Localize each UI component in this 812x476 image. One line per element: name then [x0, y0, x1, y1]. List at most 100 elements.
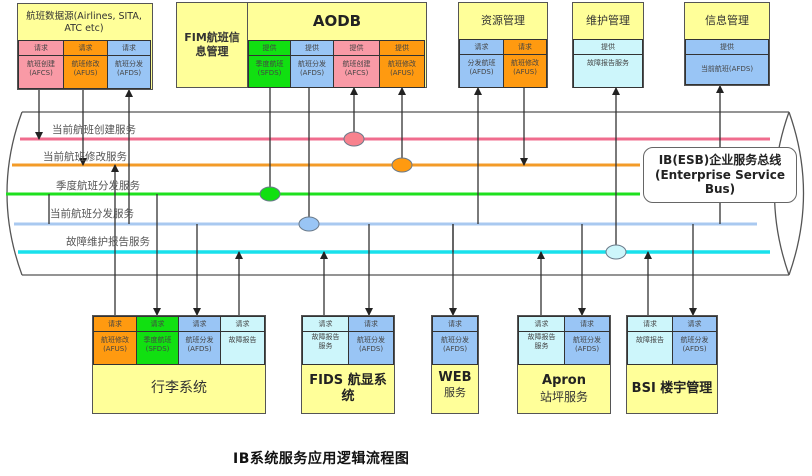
- cell-line1: 季度航班: [255, 60, 284, 68]
- cell-afds-request[interactable]: 请求 航班分发(AFDS): [107, 40, 151, 89]
- system-baggage[interactable]: 请求 航班修改(AFUS) 请求 季度航班(SFDS) 请求 航班分发(AFDS…: [92, 315, 266, 414]
- service-label-fault: 故障维护报告服务: [66, 236, 150, 248]
- cell-line1: 季度航班: [143, 336, 172, 344]
- cell-header: 提供: [380, 41, 424, 56]
- cell-afds-request[interactable]: 请求 航班分发(AFDS): [564, 316, 610, 365]
- system-web[interactable]: 请求 航班分发(AFDS) WEB 服务: [431, 315, 479, 414]
- cell-header: 提供: [291, 41, 333, 56]
- cell-line1: 航班分发: [357, 336, 385, 344]
- cell-fault-provide[interactable]: 提供 故障报告服务: [573, 39, 643, 88]
- cell-line2: (AFDS): [299, 69, 325, 78]
- cell-header: 请求: [137, 317, 178, 332]
- cell-header: 请求: [19, 41, 63, 56]
- cell-line1: 航班修改: [388, 60, 416, 68]
- cell-line2: (AFUS): [390, 69, 414, 78]
- system-bsi[interactable]: 请求 故障报告 请求 航班分发(AFDS) BSI 楼宇管理: [626, 315, 718, 414]
- system-info-management[interactable]: 信息管理 提供 当前航班(AFDS): [684, 2, 770, 86]
- afds-provider-node: [298, 216, 320, 232]
- cell-line1: 航班分发: [115, 60, 143, 68]
- cell-afds-provide[interactable]: 提供 航班分发(AFDS): [290, 40, 334, 88]
- cell-afds-request[interactable]: 请求 航班分发(AFDS): [178, 316, 221, 365]
- system-title-line2: 服务: [444, 386, 466, 400]
- cell-line1: 航班创建: [342, 60, 371, 68]
- cell-header: 请求: [519, 317, 564, 332]
- connectors: [35, 85, 724, 316]
- afcs-provider-node: [343, 131, 365, 147]
- cell-afcs-request[interactable]: 请求 航班创建(AFCS): [18, 40, 64, 89]
- cell-sfds-request[interactable]: 请求 季度航班(SFDS): [136, 316, 179, 365]
- cell-line1: 航班分发: [185, 336, 214, 344]
- cell-header: 请求: [94, 317, 136, 332]
- cell-line2: (AFDS): [442, 345, 468, 354]
- cell-afds-provide[interactable]: 提供 当前航班(AFDS): [685, 39, 769, 85]
- cell-line1: 故障报告: [228, 336, 257, 344]
- cell-header: 请求: [565, 317, 609, 332]
- system-title: 行李系统: [151, 380, 207, 397]
- cell-line1: 航班分发: [298, 60, 326, 68]
- system-resource-management[interactable]: 资源管理 请求 分发航班(AFDS) 请求 航班修改(AFUS): [458, 2, 548, 88]
- cell-line2: (SFDS): [145, 345, 170, 354]
- cell-line2: 服务: [534, 342, 549, 351]
- cell-line1: 故障报告: [636, 336, 664, 344]
- system-title: 维护管理: [586, 14, 630, 28]
- system-fim[interactable]: FIM航班信息管理: [176, 2, 248, 88]
- cell-header: 请求: [628, 317, 672, 332]
- cell-fault-request[interactable]: 请求 故障报告服务: [518, 316, 565, 365]
- system-aodb[interactable]: AODB 提供 季度航班(SFDS) 提供 航班分发(AFDS) 提供 航班创建…: [247, 2, 427, 88]
- cell-afds-request[interactable]: 请求 航班分发(AFDS): [432, 316, 478, 365]
- cell-line2: 服务: [318, 342, 333, 351]
- cell-fault-request[interactable]: 请求 故障报告: [220, 316, 265, 365]
- service-label-afus: 当前航班修改服务: [43, 151, 127, 163]
- cell-afds-request[interactable]: 请求 分发航班(AFDS): [459, 39, 504, 88]
- cell-afds-request[interactable]: 请求 航班分发(AFDS): [348, 316, 394, 365]
- esb-label-box[interactable]: IB(ESB)企业服务总线 (Enterprise Service Bus): [643, 147, 797, 203]
- system-maintenance-management[interactable]: 维护管理 提供 故障报告服务: [572, 2, 644, 88]
- system-title-line1: Apron: [542, 373, 586, 389]
- cell-header: 提供: [686, 40, 768, 55]
- cell-line2: (AFUS): [103, 345, 127, 354]
- cell-line1: 航班创建: [27, 60, 55, 68]
- cell-header: 请求: [221, 317, 264, 332]
- cell-afcs-provide[interactable]: 提供 航班创建(AFCS): [333, 40, 380, 88]
- system-title: 航班数据源(Airlines, SITA, ATC etc): [26, 11, 142, 34]
- esb-pipe: [6, 111, 805, 276]
- system-title: BSI 楼宇管理: [631, 380, 713, 396]
- service-label-sfds: 季度航班分发服务: [56, 180, 140, 192]
- cell-header: 提供: [249, 41, 290, 56]
- cell-fault-request[interactable]: 请求 故障报告: [627, 316, 673, 365]
- cell-header: 请求: [179, 317, 220, 332]
- cell-line2: (AFDS): [358, 345, 384, 354]
- cell-afus-request[interactable]: 请求 航班修改(AFUS): [93, 316, 137, 365]
- system-flight-data-source[interactable]: 航班数据源(Airlines, SITA, ATC etc) 请求 航班创建(A…: [17, 3, 153, 90]
- cell-afus-provide[interactable]: 提供 航班修改(AFUS): [379, 40, 425, 88]
- diagram-caption: IB系统服务应用逻辑流程图: [233, 451, 410, 467]
- cell-fault-request[interactable]: 请求 故障报告服务: [302, 316, 349, 365]
- system-title-line2: 站坪服务: [539, 389, 588, 404]
- cell-line2: (AFCS): [29, 69, 53, 78]
- cell-line2: (AFUS): [73, 69, 98, 78]
- cell-sfds-provide[interactable]: 提供 季度航班(SFDS): [248, 40, 291, 88]
- sfds-provider-node: [259, 186, 281, 202]
- cell-line1: 航班修改: [101, 336, 129, 344]
- system-apron[interactable]: 请求 故障报告服务 请求 航班分发(AFDS) Apron 站坪服务: [517, 315, 611, 414]
- cell-afds-request[interactable]: 请求 航班分发(AFDS): [672, 316, 717, 365]
- cell-header: 提供: [334, 41, 379, 56]
- pipe-right-cap-outer: [788, 111, 805, 276]
- cell-header: 请求: [349, 317, 393, 332]
- esb-title-line2: (Enterprise Service: [655, 167, 785, 182]
- cell-header: 请求: [433, 317, 477, 332]
- system-fids[interactable]: 请求 故障报告服务 请求 航班分发(AFDS) FIDS 航显系统: [301, 315, 395, 414]
- cell-afus-request[interactable]: 请求 航班修改(AFUS): [503, 39, 547, 88]
- system-title: FIDS 航显系统: [309, 372, 387, 404]
- system-title: FIM航班信息管理: [184, 31, 240, 58]
- service-label-afds: 当前航班分发服务: [50, 208, 134, 220]
- cell-line2: (AFDS): [574, 345, 600, 354]
- system-title: WEB 服务: [432, 365, 478, 405]
- cell-header: 请求: [303, 317, 348, 332]
- cell-line2: (AFDS): [469, 68, 494, 77]
- cell-afus-request[interactable]: 请求 航班修改(AFUS): [63, 40, 108, 89]
- cell-line1: 航班修改: [511, 59, 539, 67]
- fault-provider-node: [605, 244, 627, 260]
- cell-header: 请求: [504, 40, 546, 55]
